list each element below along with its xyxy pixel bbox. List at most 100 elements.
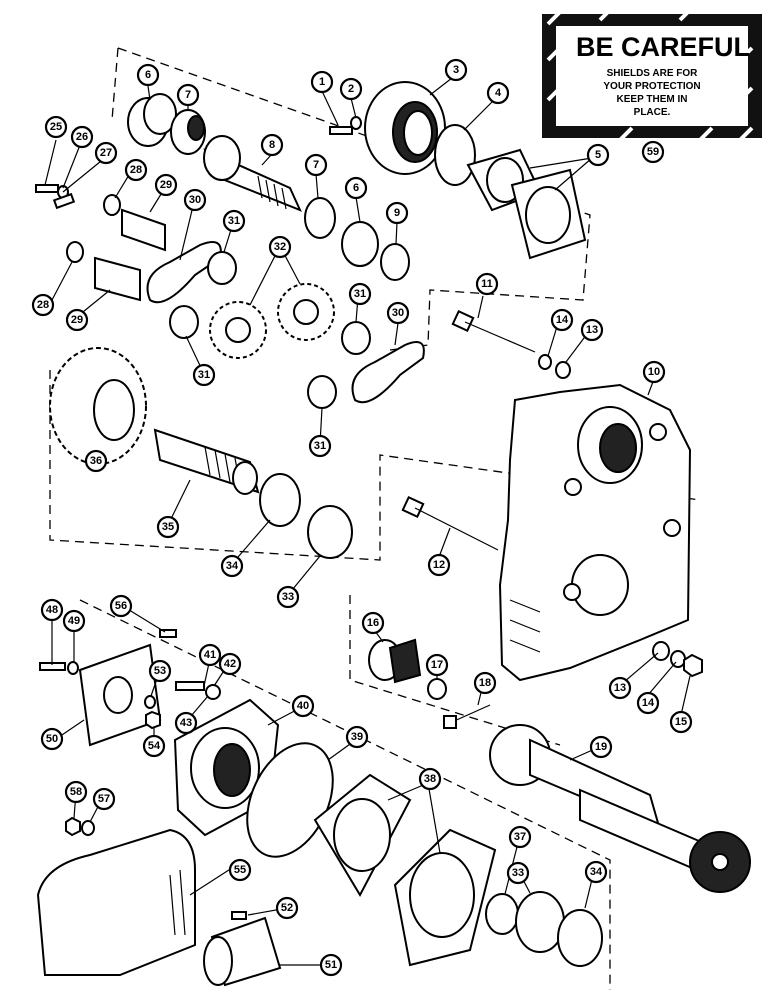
- callout-label: 42: [224, 658, 236, 670]
- callout-label: 5: [595, 149, 601, 161]
- washer-part: [67, 661, 79, 675]
- callout-29: 29: [154, 173, 178, 197]
- washer-part: [144, 695, 156, 709]
- callout-label: 9: [394, 207, 400, 219]
- callout-26: 26: [70, 125, 94, 149]
- screw-part: [159, 629, 177, 638]
- callout-41: 41: [198, 643, 222, 667]
- washer-part: [205, 684, 221, 700]
- warning-sign-line: KEEP THEM IN: [617, 94, 688, 105]
- callout-label: 37: [514, 831, 526, 843]
- callout-43: 43: [174, 711, 198, 735]
- callout-label: 26: [76, 131, 88, 143]
- callout-30: 30: [183, 188, 207, 212]
- callout-49: 49: [62, 609, 86, 633]
- callout-18: 18: [473, 671, 497, 695]
- callout-42: 42: [218, 652, 242, 676]
- callout-38: 38: [418, 767, 442, 791]
- callout-label: 55: [234, 864, 246, 876]
- output-shaft-part: [153, 428, 260, 495]
- callout-40: 40: [291, 694, 315, 718]
- bolt-part: [35, 184, 59, 193]
- bolt-part: [329, 126, 353, 135]
- callout-label: 18: [479, 677, 491, 689]
- idler-gear-part: [209, 283, 335, 359]
- callout-59: 59: [641, 140, 665, 164]
- gasket-part: [333, 798, 391, 872]
- bearing-cup-part: [341, 221, 379, 267]
- bolt-part: [451, 309, 536, 353]
- bearing-cone-part: [304, 197, 336, 239]
- callout-31: 31: [308, 434, 332, 458]
- callout-label: 17: [431, 659, 443, 671]
- callout-34: 34: [220, 554, 244, 578]
- callout-3: 3: [444, 58, 468, 82]
- callout-28: 28: [124, 158, 148, 182]
- callout-label: 13: [586, 324, 598, 336]
- warning-sign-line: PLACE.: [634, 107, 671, 118]
- callout-label: 56: [115, 600, 127, 612]
- warning-sign: BE CAREFUL SHIELDS ARE FOR YOUR PROTECTI…: [542, 6, 762, 142]
- callout-10: 10: [642, 360, 666, 384]
- callout-label: 4: [495, 87, 502, 99]
- callout-label: 33: [282, 591, 294, 603]
- callout-1: 1: [310, 70, 334, 94]
- callout-label: 6: [145, 69, 151, 81]
- callout-label: 2: [348, 83, 354, 95]
- bushing-part: [307, 375, 337, 409]
- callout-label: 31: [228, 215, 240, 227]
- callout-33: 33: [276, 585, 300, 609]
- gasket-part: [409, 852, 475, 938]
- bearing-cone-part: [170, 109, 206, 155]
- callout-label: 7: [313, 159, 319, 171]
- callout-label: 43: [180, 717, 192, 729]
- bolt-part: [443, 704, 491, 729]
- callout-8: 8: [260, 133, 284, 157]
- bushing-part: [207, 251, 237, 285]
- output-gear-part: [49, 347, 147, 465]
- warning-sign-line: YOUR PROTECTION: [603, 81, 700, 92]
- flange-housing-part: [173, 698, 280, 837]
- callout-57: 57: [92, 787, 116, 811]
- callout-14: 14: [636, 691, 660, 715]
- callout-label: 19: [595, 741, 607, 753]
- lock-washer-part: [538, 354, 552, 370]
- callout-label: 8: [269, 139, 275, 151]
- bushing-part: [341, 321, 371, 355]
- callout-27: 27: [94, 141, 118, 165]
- warning-sign-line: SHIELDS ARE FOR: [607, 68, 699, 79]
- callout-label: 49: [68, 615, 80, 627]
- callout-label: 59: [647, 146, 659, 158]
- bushing-part: [169, 305, 199, 339]
- nut-part: [65, 816, 81, 837]
- screw-part: [231, 911, 247, 920]
- callout-31: 31: [222, 209, 246, 233]
- seal-part: [485, 893, 519, 935]
- callout-label: 10: [648, 366, 660, 378]
- bearing-housing-part: [364, 81, 446, 175]
- callout-50: 50: [40, 727, 64, 751]
- callout-label: 15: [675, 716, 687, 728]
- callout-9: 9: [385, 201, 409, 225]
- callout-label: 41: [204, 649, 216, 661]
- callout-label: 13: [614, 682, 626, 694]
- callout-7: 7: [304, 153, 328, 177]
- callout-label: 29: [71, 314, 83, 326]
- callout-label: 11: [481, 278, 493, 290]
- callout-52: 52: [275, 896, 299, 920]
- callout-29: 29: [65, 308, 89, 332]
- callout-label: 25: [50, 121, 62, 133]
- bolt-part: [401, 495, 499, 551]
- callout-39: 39: [345, 725, 369, 749]
- callout-label: 30: [189, 194, 201, 206]
- callout-35: 35: [156, 515, 180, 539]
- sleeve-part: [203, 936, 233, 986]
- bearing-cup-part: [307, 505, 353, 559]
- callout-label: 14: [642, 697, 655, 709]
- washer-part: [652, 641, 670, 661]
- bearing-cone-part: [557, 909, 603, 967]
- bearing-cup-part: [515, 891, 565, 953]
- callout-5: 5: [586, 143, 610, 167]
- callout-label: 29: [160, 179, 172, 191]
- callout-53: 53: [148, 659, 172, 683]
